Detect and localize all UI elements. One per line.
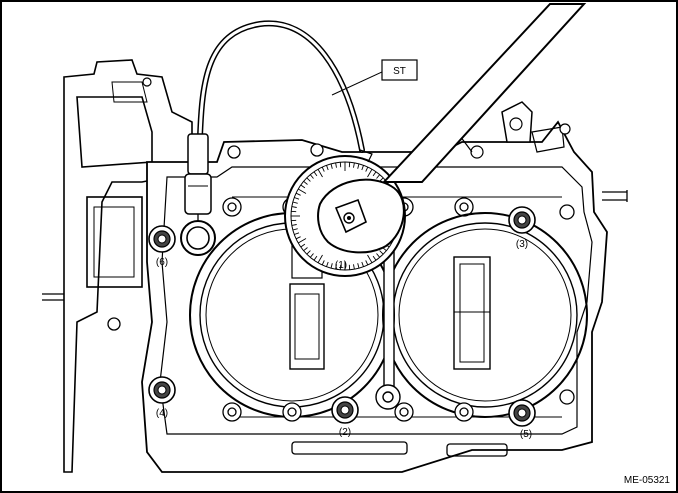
right-side-details [441,101,628,202]
bolt-label-1: (1) [335,260,347,271]
bore-divider [375,241,401,410]
angle-gauge-cable [197,20,365,153]
dial-tick [361,261,364,267]
dial-tick [317,168,323,178]
dial-tick [330,263,333,269]
dial-tick [303,180,308,185]
dial-tick [353,162,355,168]
bolt-label-5: (5) [520,429,532,440]
dial-tick [367,168,373,178]
dial-tick [300,184,306,189]
tool-label-box [381,59,418,81]
dial-tick [291,206,297,208]
dial-tick [303,247,308,252]
dial-tick [326,165,329,171]
cylinder-block [141,120,608,473]
dial-tick [306,250,311,255]
dial-tick [376,174,381,179]
dial-tick [321,166,325,172]
dial-tick [313,255,318,261]
dial-tick [357,263,360,269]
dial-tick [379,250,384,255]
dial-tick [317,254,323,264]
dial-tick [309,174,314,179]
dial-tick [353,264,355,270]
dial-tick [292,201,298,204]
dial-tick [297,238,307,244]
dial-tick [292,228,298,231]
bottom-mounting-bosses [222,389,575,457]
dial-tick [335,162,337,168]
dial-tick [321,260,325,266]
dial-tick [297,188,307,194]
bolt-label-4: (4) [156,408,168,419]
dial-tick [365,166,369,172]
head-bolt-5 [508,399,536,427]
bolt-label-2: (2) [339,427,351,438]
dial-tick [372,171,377,177]
dial-tick [357,163,360,169]
head-bolt-2 [331,396,359,424]
wrench [317,3,587,254]
dial-tick [313,171,318,177]
angle-gauge-sensor [180,133,216,256]
dial-tick [291,224,297,226]
dial-tick [300,243,306,248]
bolt-label-6: (6) [156,257,168,268]
cylinder-bore-right [382,212,588,418]
dial-tick [295,192,301,196]
dial-tick [367,254,373,264]
figure-code: ME-05321 [624,475,671,486]
tool-leader-line [331,71,383,96]
dial-tick [306,177,311,182]
dial-tick [326,261,329,267]
dial-tick [330,163,333,169]
tool-callout: ST [331,59,418,96]
dial-tick [309,253,314,258]
dial-tick [372,255,377,261]
dial-tick [294,232,300,235]
dial-tick [361,165,364,171]
dial-tick [335,264,337,270]
dial-tick [295,236,301,240]
head-bolt-4 [148,376,176,404]
head-bolt-3 [508,206,536,234]
dial-tick [376,253,381,258]
dial-tick [294,197,300,200]
dial-tick [365,260,369,266]
bolt-label-3: (3) [516,239,528,250]
tool-label: ST [393,66,406,77]
head-bolt-6 [148,225,176,253]
